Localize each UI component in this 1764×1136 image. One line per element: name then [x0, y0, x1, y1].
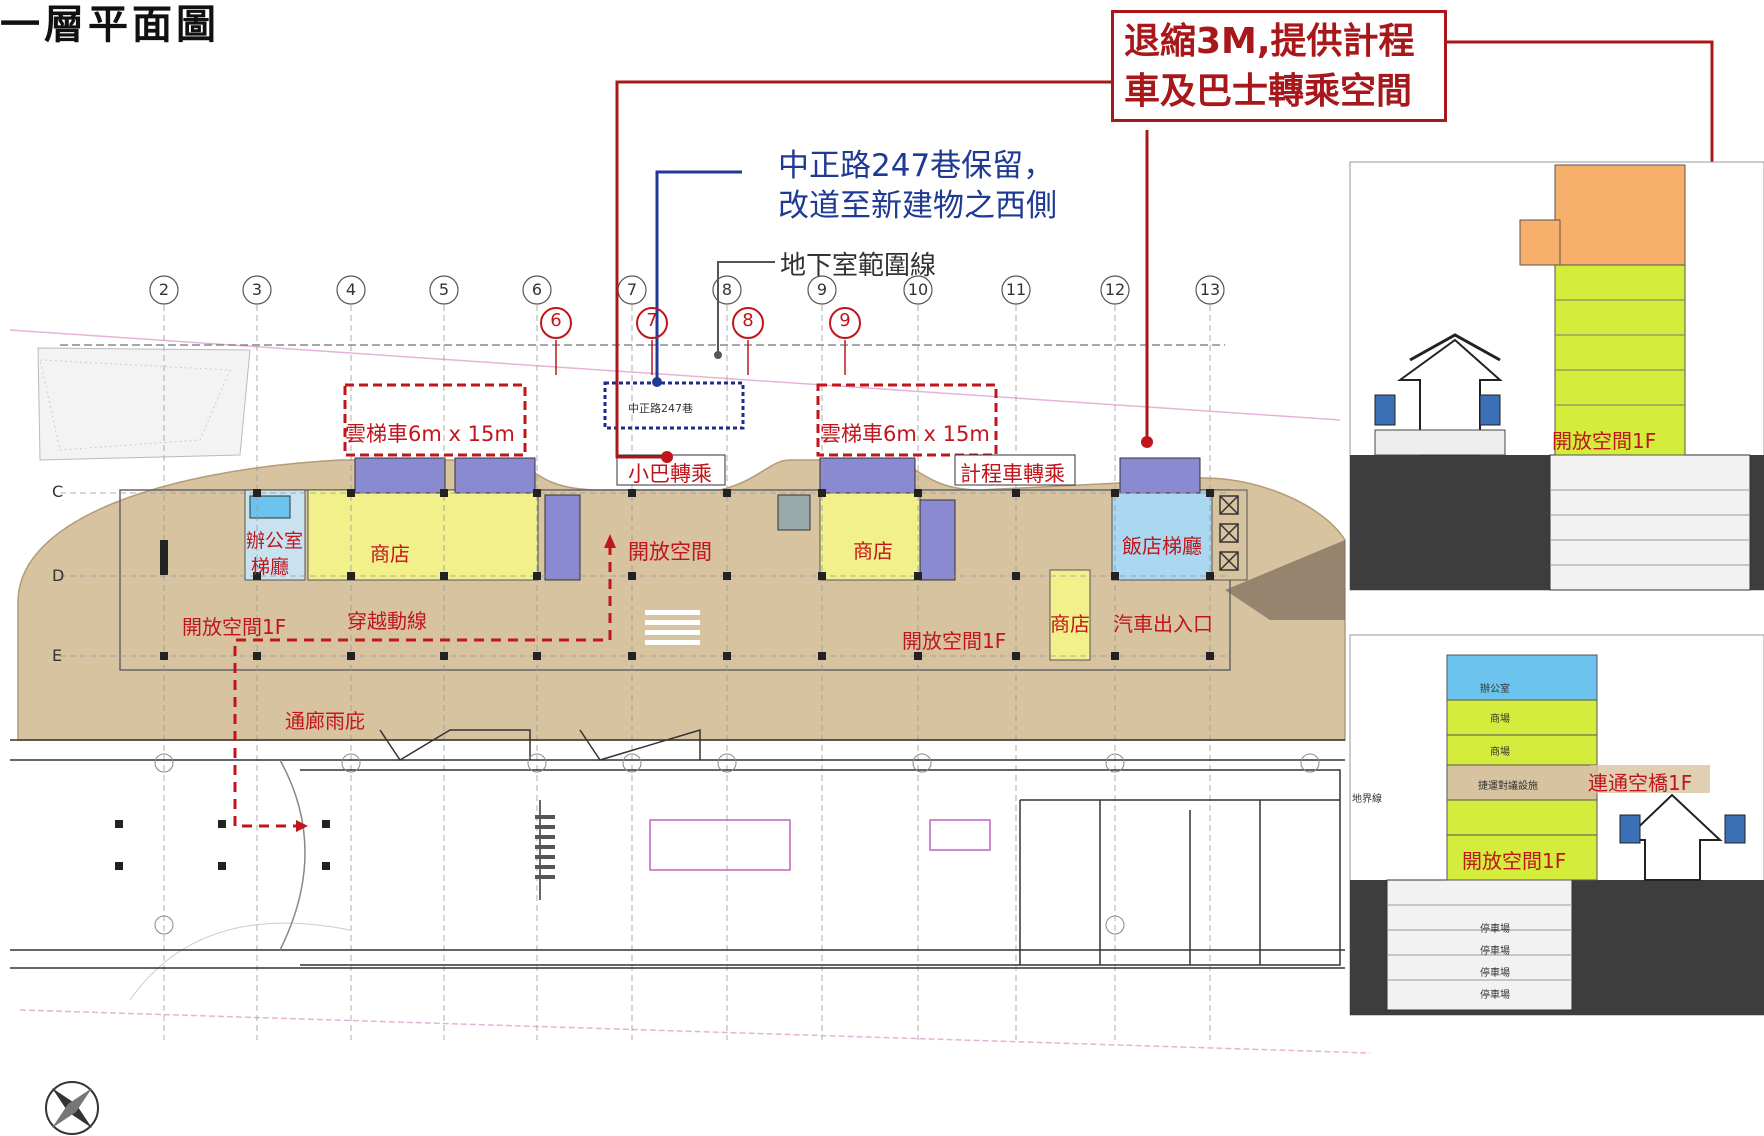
section-top-open-space: 開放空間1F: [1552, 429, 1657, 453]
shop-small-room: [1049, 569, 1091, 661]
grid-number: 10: [907, 280, 929, 299]
grid-number: 8: [721, 280, 733, 299]
taxi-box: [954, 454, 1076, 486]
escalators: [354, 457, 1201, 645]
section-top: [1349, 161, 1764, 591]
grid-row-d: D: [52, 566, 65, 585]
section-connector: 連通空橋1F: [1588, 771, 1693, 795]
hotel-lobby-label: 飯店梯廳: [1122, 534, 1202, 558]
open-space-left-label: 開放空間1F: [182, 615, 287, 639]
grid-number: 7: [626, 280, 638, 299]
setback-line2: 車及巴士轉乘空間: [1124, 71, 1413, 112]
ladder-label-right: 雲梯車6m x 15m: [820, 422, 990, 446]
section-open-space: 開放空間1F: [1462, 849, 1567, 873]
circled-6: 6: [550, 310, 562, 331]
shop-left-room: [307, 489, 539, 581]
ladder-zone-left: [343, 383, 527, 457]
lane-zone: [603, 381, 745, 430]
through-route-label: 穿越動線: [347, 609, 427, 633]
hotel-lobby-room: [1111, 489, 1213, 581]
lane-small-label: 中正路247巷: [628, 402, 693, 415]
station-plan: [10, 728, 1345, 969]
ramp: [1225, 540, 1345, 620]
grid-number: 4: [345, 280, 357, 299]
grid-row-e: E: [52, 646, 63, 665]
setback-line1: 退縮3M,提供計程: [1124, 21, 1415, 62]
grid-number: 2: [158, 280, 170, 299]
site-landscape: [9, 329, 1371, 1054]
ladder-label-left: 雲梯車6m x 15m: [345, 422, 515, 446]
shop-mid-label: 商店: [853, 539, 893, 563]
shop-small-label: 商店: [1050, 612, 1090, 636]
circled-7: 7: [646, 310, 658, 331]
basement-note: 地下室範圍線: [780, 251, 937, 281]
section-parking-1: 停車場: [1480, 924, 1510, 935]
grid-number: 9: [816, 280, 828, 299]
canopy-label: 通廊雨庇: [285, 709, 365, 733]
section-parking-3: 停車場: [1480, 968, 1510, 979]
open-space-mid-label: 開放空間: [628, 540, 712, 564]
minibus-label: 小巴轉乘: [628, 462, 712, 486]
shop-mid-room: [819, 489, 921, 581]
grid-number: 6: [531, 280, 543, 299]
stair-bars: [535, 815, 555, 879]
grid-number: 12: [1104, 280, 1126, 299]
taxi-label: 計程車轉乘: [960, 462, 1065, 486]
arrow-right-icon: [296, 820, 308, 832]
grid-number: 3: [251, 280, 263, 299]
office-label-2: 梯廳: [251, 556, 290, 578]
circled-8: 8: [742, 310, 754, 331]
page-title: 一層平面圖: [0, 2, 220, 48]
section-boundary: 地界線: [1352, 794, 1382, 805]
arrow-up-icon: [604, 534, 616, 548]
section-parking-2: 停車場: [1480, 946, 1510, 957]
grid-number: 13: [1199, 280, 1221, 299]
open-space-right-label: 開放空間1F: [902, 629, 1007, 653]
section-bottom: [1349, 634, 1764, 1016]
ladder-zone-right: [816, 383, 998, 457]
lane-line1: 中正路247巷保留，: [778, 148, 1055, 184]
elevator-box: [249, 495, 291, 519]
structural-columns: [115, 489, 1214, 870]
section-mall-1: 商場: [1490, 714, 1510, 725]
shop-left-label: 商店: [370, 542, 410, 566]
grid-row-c: C: [52, 482, 64, 501]
section-mall-3: 捷運對議設施: [1478, 781, 1538, 792]
section-parking-4: 停車場: [1480, 990, 1510, 1001]
setback-callout: 退縮3M,提供計程 車及巴士轉乘空間: [1111, 10, 1447, 122]
grid-number: 11: [1005, 280, 1027, 299]
lane-callout: 中正路247巷保留， 改道至新建物之西側: [778, 146, 1057, 226]
office-label-1: 辦公室: [246, 530, 304, 552]
grid-bubbles: [149, 275, 1225, 305]
section-office: 辦公室: [1480, 684, 1510, 695]
section-mall-2: 商場: [1490, 747, 1510, 758]
north-arrow-icon: [45, 1081, 99, 1135]
grid-number: 5: [438, 280, 450, 299]
circled-9: 9: [839, 310, 851, 331]
circled-markers: [540, 307, 861, 339]
car-entrance-label: 汽車出入口: [1113, 612, 1213, 636]
lane-line2: 改道至新建物之西側: [778, 188, 1057, 224]
